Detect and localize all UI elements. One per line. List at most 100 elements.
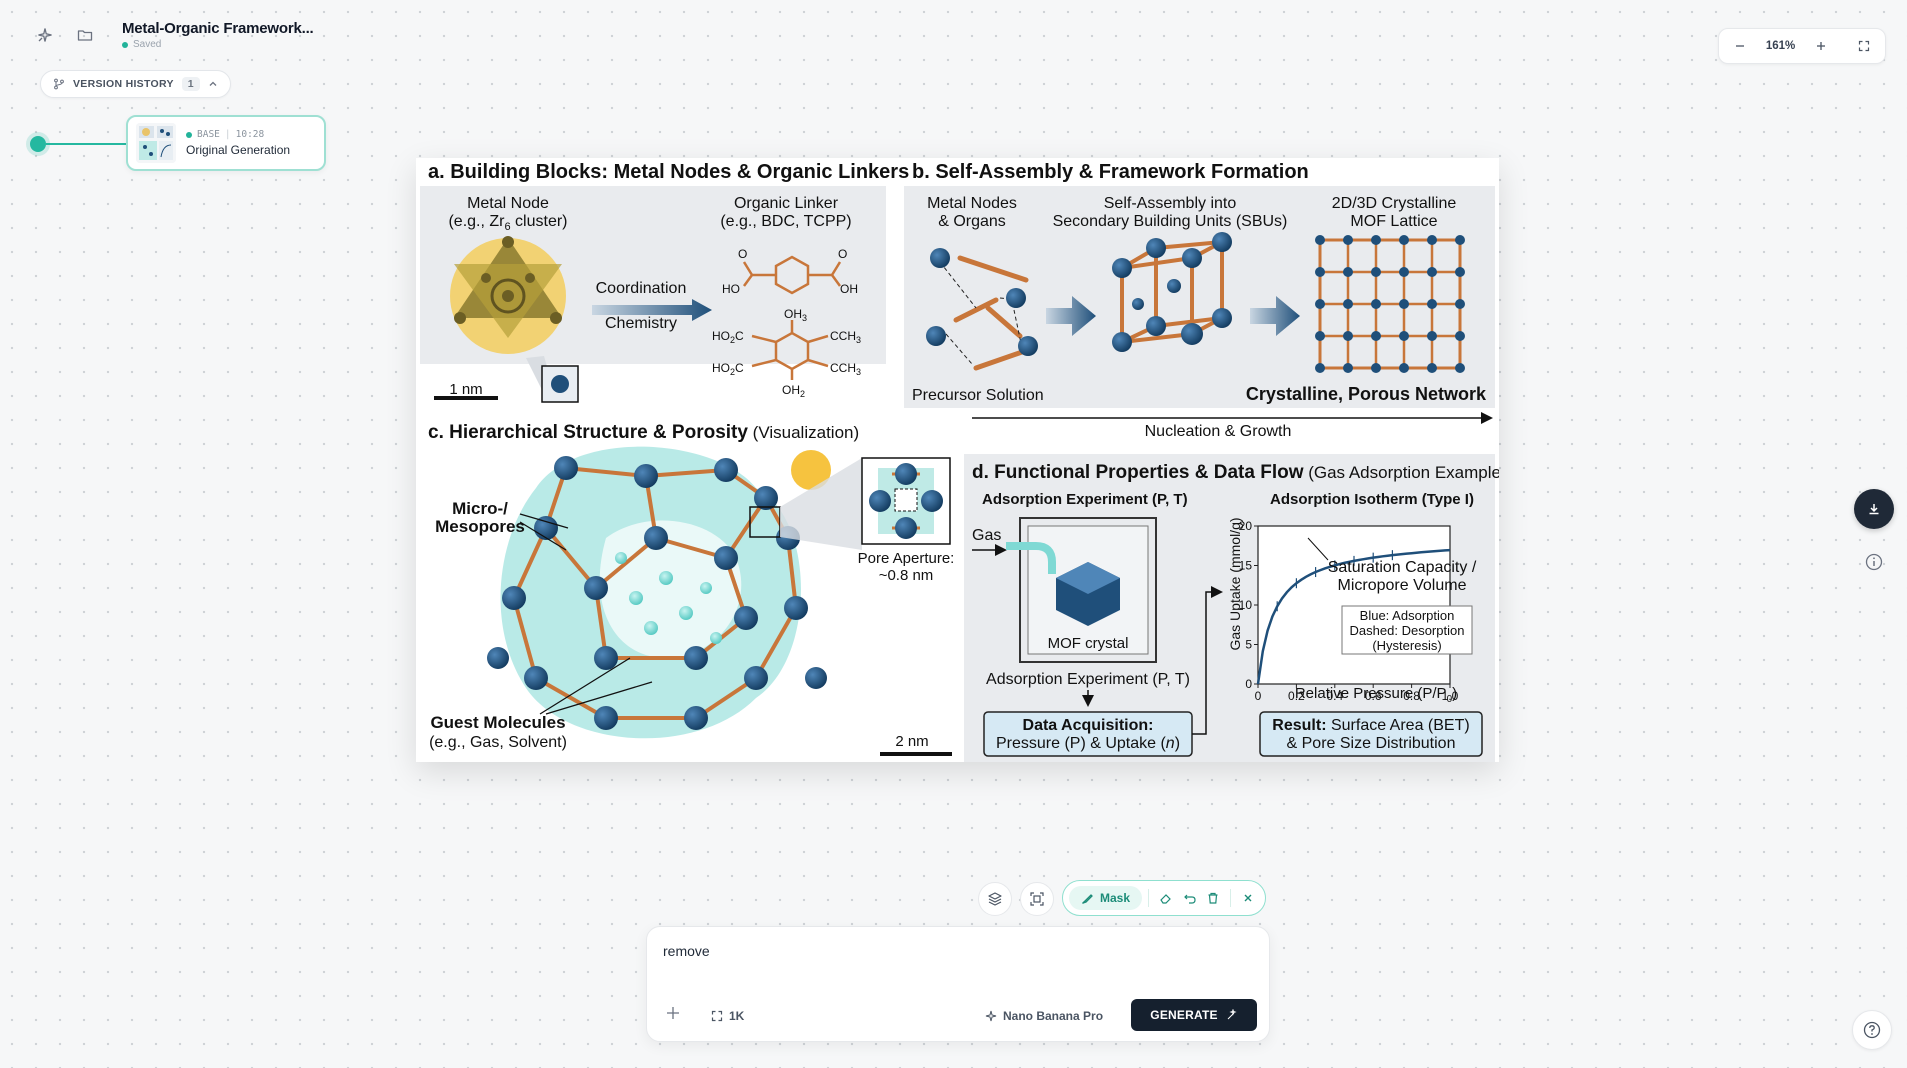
isotherm-ylabel: Gas Uptake (mmol/g) bbox=[1227, 517, 1243, 650]
help-button[interactable] bbox=[1852, 1010, 1892, 1050]
delete-button[interactable] bbox=[1203, 885, 1225, 911]
inset-cluster bbox=[551, 375, 569, 393]
nucleation-label: Nucleation & Growth bbox=[1145, 423, 1292, 440]
aperture-zoom-wedge bbox=[780, 458, 862, 550]
isotherm-ytick-label: 0 bbox=[1245, 677, 1252, 691]
folder-icon[interactable] bbox=[68, 18, 102, 52]
panel-b-title: b. Self-Assembly & Framework Formation bbox=[912, 161, 1309, 183]
mask-toolbar: Mask bbox=[1062, 880, 1266, 916]
document-title[interactable]: Metal-Organic Framework... bbox=[122, 20, 314, 37]
panel-b-col3-line1: 2D/3D Crystalline bbox=[1332, 195, 1457, 212]
toolbar-divider bbox=[1148, 889, 1149, 907]
status-dot bbox=[122, 41, 128, 48]
branch-icon bbox=[54, 78, 64, 90]
resolution-selector[interactable]: 1K bbox=[711, 1009, 744, 1023]
chemistry-label: Chemistry bbox=[605, 315, 677, 332]
experiment-title: Adsorption Experiment (P, T) bbox=[982, 491, 1188, 508]
mof-crystal-facet bbox=[1056, 562, 1120, 594]
download-icon bbox=[1869, 504, 1879, 515]
zoom-out-button[interactable] bbox=[1723, 29, 1757, 63]
model-selector[interactable]: Nano Banana Pro bbox=[985, 1009, 1103, 1023]
mof-lattice-illustration bbox=[1315, 235, 1465, 373]
scan-icon bbox=[1030, 892, 1044, 906]
model-label: Nano Banana Pro bbox=[1003, 1009, 1104, 1023]
tcpp-oh3: OH3 bbox=[784, 307, 807, 323]
layers-icon bbox=[988, 892, 1002, 906]
version-node-dot[interactable] bbox=[30, 136, 46, 152]
saturation-line1: Saturation Capacity / bbox=[1328, 559, 1477, 576]
network-label: Crystalline, Porous Network bbox=[1246, 384, 1487, 404]
layers-button[interactable] bbox=[978, 882, 1012, 916]
sparkle-icon[interactable] bbox=[28, 18, 62, 52]
acquisition-title: Data Acquisition: bbox=[1023, 717, 1154, 734]
guest-molecule-marker bbox=[791, 450, 831, 490]
version-name: Original Generation bbox=[186, 143, 291, 157]
pores-pointer bbox=[519, 513, 569, 551]
generate-button[interactable]: GENERATE bbox=[1131, 999, 1257, 1031]
panel-b-col3-line2: MOF Lattice bbox=[1350, 213, 1437, 230]
download-button[interactable] bbox=[1854, 489, 1894, 529]
gas-inlet-tube bbox=[1006, 542, 1056, 574]
tcpp-cch3-top: CCH3 bbox=[830, 329, 861, 345]
generate-label: GENERATE bbox=[1150, 1008, 1218, 1022]
panel-c-scale-label: 2 nm bbox=[895, 733, 928, 750]
select-region-button[interactable] bbox=[1020, 882, 1054, 916]
toolbar-divider bbox=[1230, 889, 1232, 907]
pore-aperture-line2: ~0.8 nm bbox=[879, 567, 934, 584]
aperture-inset-illustration bbox=[869, 463, 943, 539]
save-status: Saved bbox=[122, 39, 314, 50]
isotherm-xtick-label: 0.6 bbox=[1365, 689, 1382, 703]
zoom-controls: 161% bbox=[1718, 28, 1886, 64]
magic-wand-icon bbox=[1227, 1009, 1237, 1020]
eraser-icon bbox=[1160, 894, 1171, 904]
version-info: BASE | 10:28 Original Generation bbox=[186, 129, 290, 157]
isotherm-legend-box bbox=[1341, 605, 1473, 655]
tcpp-cch3-bottom: CCH3 bbox=[830, 361, 861, 377]
prompt-panel: remove 1K Nano Banana Pro GENERATE bbox=[646, 926, 1270, 1042]
panel-b-col1-line2: & Organs bbox=[938, 213, 1006, 230]
chamber-outer bbox=[1019, 517, 1157, 663]
isotherm-xtick-label: 0.8 bbox=[1403, 689, 1420, 703]
zoom-in-button[interactable] bbox=[1804, 29, 1838, 63]
mask-button[interactable]: Mask bbox=[1069, 886, 1143, 910]
expand-icon bbox=[1858, 40, 1870, 52]
close-mask-button[interactable] bbox=[1237, 885, 1259, 911]
isotherm-legend-line3: (Hysteresis) bbox=[1372, 638, 1441, 653]
trash-icon bbox=[1208, 892, 1218, 904]
fullscreen-button[interactable] bbox=[1847, 29, 1881, 63]
version-count-badge: 1 bbox=[181, 77, 200, 91]
version-history-label: VERSION HISTORY bbox=[73, 78, 174, 90]
panel-a-scale-label: 1 nm bbox=[449, 381, 482, 398]
isotherm-ytick-label: 5 bbox=[1245, 638, 1252, 652]
info-button[interactable] bbox=[1858, 546, 1890, 578]
panel-d-title: d. Functional Properties & Data Flow (Ga… bbox=[972, 462, 1499, 483]
isotherm-xtick-label: 0 bbox=[1255, 689, 1262, 703]
panel-b-col1-line1: Metal Nodes bbox=[927, 195, 1017, 212]
isotherm-xlabel: Relative Pressure (P/P0) bbox=[1295, 685, 1457, 705]
isotherm-legend-line1: Blue: Adsorption bbox=[1360, 608, 1455, 623]
isotherm-plot-area bbox=[1257, 525, 1451, 685]
add-attachment-button[interactable] bbox=[665, 1005, 681, 1026]
eraser-button[interactable] bbox=[1155, 885, 1177, 911]
save-status-label: Saved bbox=[133, 39, 162, 50]
panel-b-background bbox=[904, 186, 1495, 408]
acquisition-to-chart-connector bbox=[1192, 586, 1223, 735]
info-icon bbox=[1865, 553, 1883, 571]
undo-button[interactable] bbox=[1179, 885, 1201, 911]
bdc-ho: HO bbox=[722, 282, 740, 296]
metal-node-label: Metal Node bbox=[467, 195, 549, 212]
version-history-toggle[interactable]: VERSION HISTORY 1 bbox=[40, 70, 231, 98]
guest-label-line1: Guest Molecules bbox=[430, 713, 565, 732]
plus-icon bbox=[667, 1007, 679, 1019]
assembly-arrow-2 bbox=[1250, 296, 1300, 336]
isotherm-legend-line2: Dashed: Desorption bbox=[1350, 623, 1465, 638]
version-card[interactable]: BASE | 10:28 Original Generation bbox=[126, 115, 326, 171]
isotherm-ytick-label: 15 bbox=[1239, 559, 1253, 573]
panel-a-title: a. Building Blocks: Metal Nodes & Organi… bbox=[428, 161, 909, 183]
document-header: Metal-Organic Framework... Saved bbox=[122, 20, 314, 50]
prompt-input[interactable]: remove bbox=[663, 943, 710, 959]
generated-image[interactable]: a. Building Blocks: Metal Nodes & Organi… bbox=[416, 158, 1499, 762]
bdc-o-left: O bbox=[738, 247, 747, 261]
porous-framework-illustration bbox=[487, 446, 827, 739]
